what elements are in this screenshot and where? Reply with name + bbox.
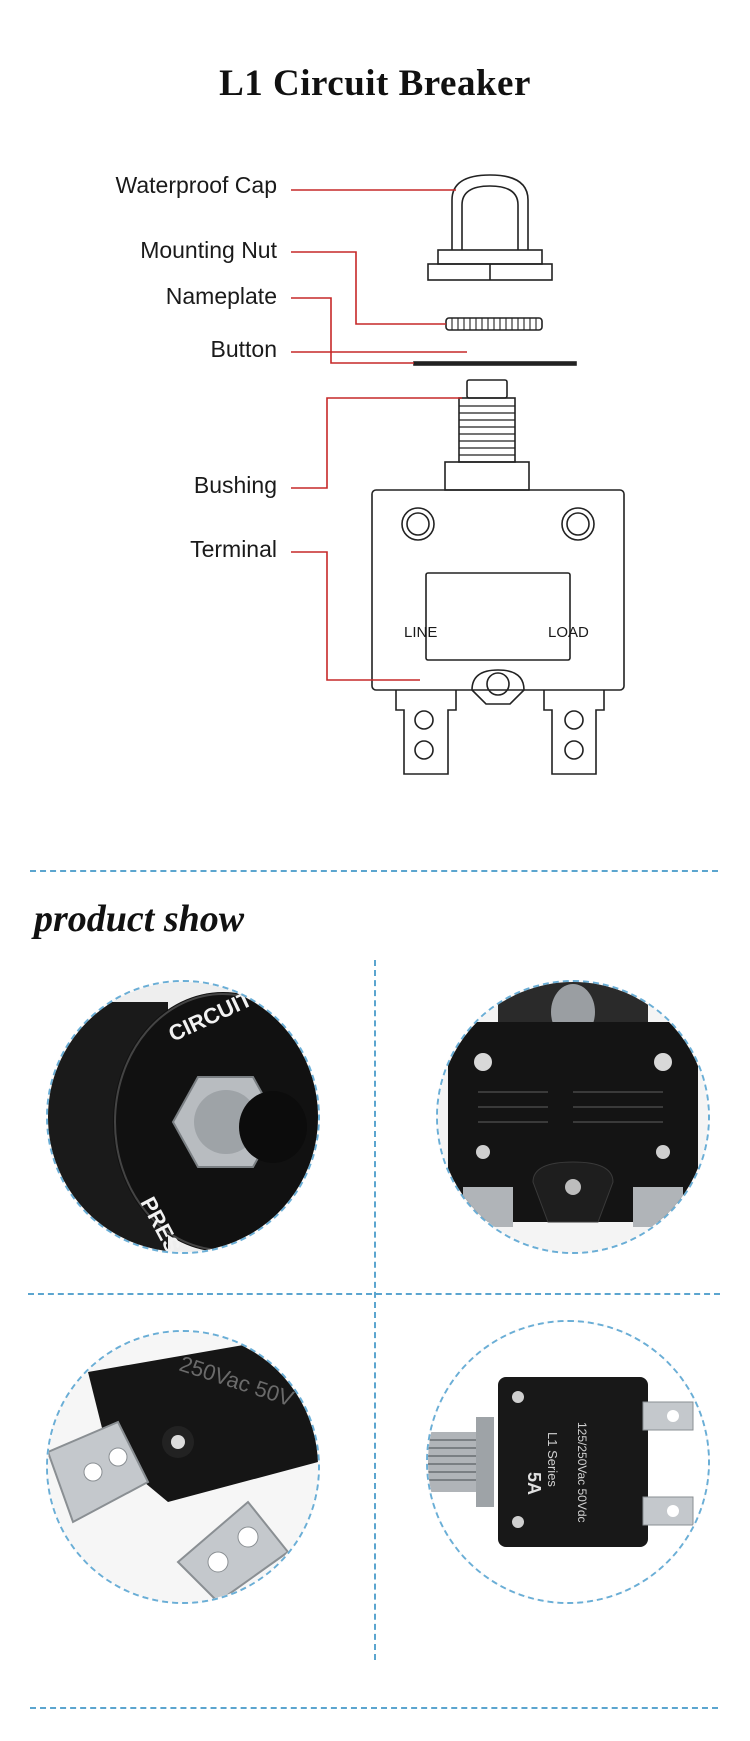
bushing-shape xyxy=(458,397,516,463)
breaker-exploded-diagram: Waterproof Cap Mounting Nut Nameplate Bu… xyxy=(0,150,750,830)
button-shape xyxy=(466,379,508,399)
label-mounting-nut: Mounting Nut xyxy=(140,237,277,263)
breaker-line-drawing xyxy=(291,174,625,775)
photo-terminals-closeup: 250Vac 50V xyxy=(46,1330,320,1604)
product-show-heading: product show xyxy=(34,898,245,940)
grid-divider-horizontal xyxy=(28,1293,720,1295)
photo-series-text: L1 Series xyxy=(545,1432,560,1487)
label-nameplate: Nameplate xyxy=(165,283,277,309)
photo-back-body xyxy=(436,980,710,1254)
section-divider-top xyxy=(30,870,718,872)
breaker-body-shape xyxy=(371,489,625,691)
label-terminal: Terminal xyxy=(190,536,277,562)
page-title: L1 Circuit Breaker xyxy=(219,63,531,104)
section-divider-bottom xyxy=(30,1707,718,1709)
leader-lines xyxy=(291,189,467,681)
terminal-label-load: LOAD xyxy=(548,624,589,641)
grid-divider-vertical xyxy=(374,960,376,1660)
label-bushing: Bushing xyxy=(193,472,277,498)
label-button: Button xyxy=(210,336,278,362)
label-waterproof-cap: Waterproof Cap xyxy=(115,172,278,198)
terminal-label-line: LINE xyxy=(404,624,438,641)
terminal-load-shape xyxy=(543,690,605,775)
photo-amps-text: 5A xyxy=(524,1472,544,1495)
photo-side-label: L1 Series 5A 125/250Vac 50Vdc xyxy=(426,1320,710,1604)
terminal-line-shape xyxy=(395,690,457,775)
photo-front-button: CIRCUIT BRE PRESS TO RE xyxy=(46,980,320,1254)
nameplate-shape xyxy=(413,361,577,366)
photo-side-ratings-text: 125/250Vac 50Vdc xyxy=(575,1422,589,1523)
